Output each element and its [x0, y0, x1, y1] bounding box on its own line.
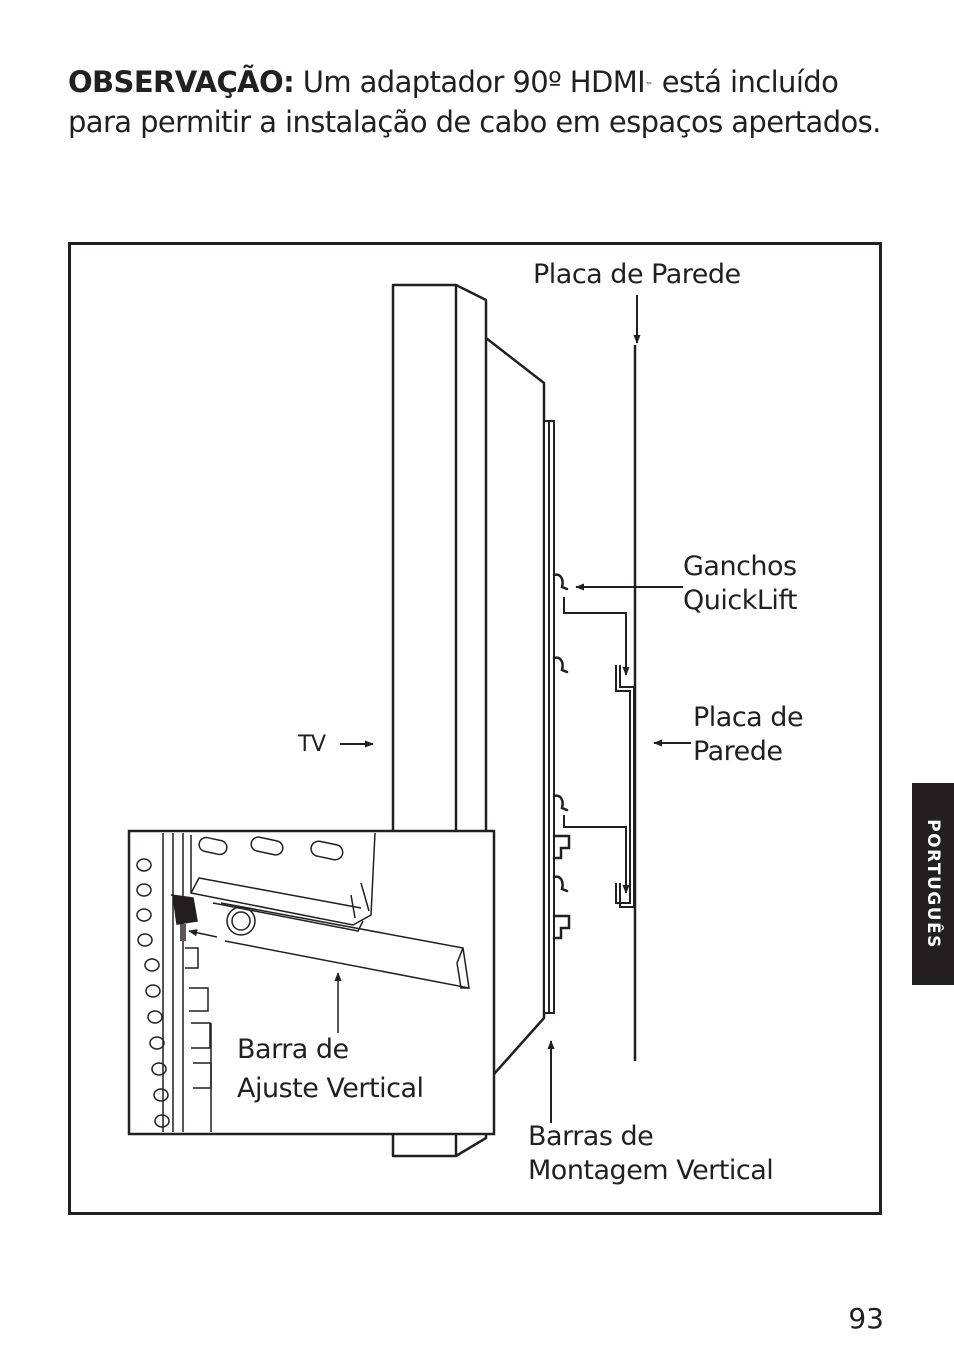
- wall-plate-bracket: [615, 665, 635, 908]
- label-quicklift-line1: Ganchos: [683, 551, 797, 582]
- note-paragraph: OBSERVAÇÃO: Um adaptador 90º HDMI™ está …: [68, 62, 908, 142]
- note-text-after: está incluído para permitir a instalação…: [68, 65, 881, 139]
- callout-arrows: [340, 295, 691, 1123]
- label-tv: TV: [298, 732, 326, 757]
- label-mount-bars-line1: Barras de: [528, 1121, 654, 1152]
- label-adjust-bar-line2: Ajuste Vertical: [237, 1073, 424, 1104]
- language-side-tab: PORTUGUÊS: [912, 783, 954, 985]
- label-wall-plate-line2: Parede: [693, 736, 783, 767]
- label-quicklift-line2: QuickLift: [683, 585, 798, 616]
- mounting-diagram: Placa de Parede Ganchos QuickLift Placa …: [68, 242, 882, 1215]
- mounting-illustration: [127, 283, 691, 1158]
- vertical-mounting-bar: [543, 420, 555, 1014]
- label-wall-plate: Placa de Parede: [693, 701, 804, 769]
- trademark-symbol: ™: [645, 81, 654, 90]
- label-adjust-bar: Barra de Ajuste Vertical: [237, 1033, 424, 1106]
- label-mount-bars: Barras de Montagem Vertical: [528, 1120, 774, 1188]
- quicklift-hooks: [552, 573, 571, 940]
- hook-travel-paths: [563, 597, 630, 894]
- note-text-before: Um adaptador 90º HDMI: [294, 65, 646, 99]
- note-label: OBSERVAÇÃO:: [68, 65, 295, 99]
- label-adjust-bar-line1: Barra de: [237, 1034, 349, 1065]
- label-wall-plate-top: Placa de Parede: [533, 259, 741, 290]
- detail-inset: [127, 829, 496, 1136]
- label-quicklift-hooks: Ganchos QuickLift: [683, 550, 798, 618]
- label-wall-plate-line1: Placa de: [693, 702, 804, 733]
- label-mount-bars-line2: Montagem Vertical: [528, 1155, 774, 1186]
- page-number: 93: [848, 1302, 884, 1335]
- rail-holes: [136, 858, 170, 1128]
- language-tab-text: PORTUGUÊS: [923, 819, 943, 949]
